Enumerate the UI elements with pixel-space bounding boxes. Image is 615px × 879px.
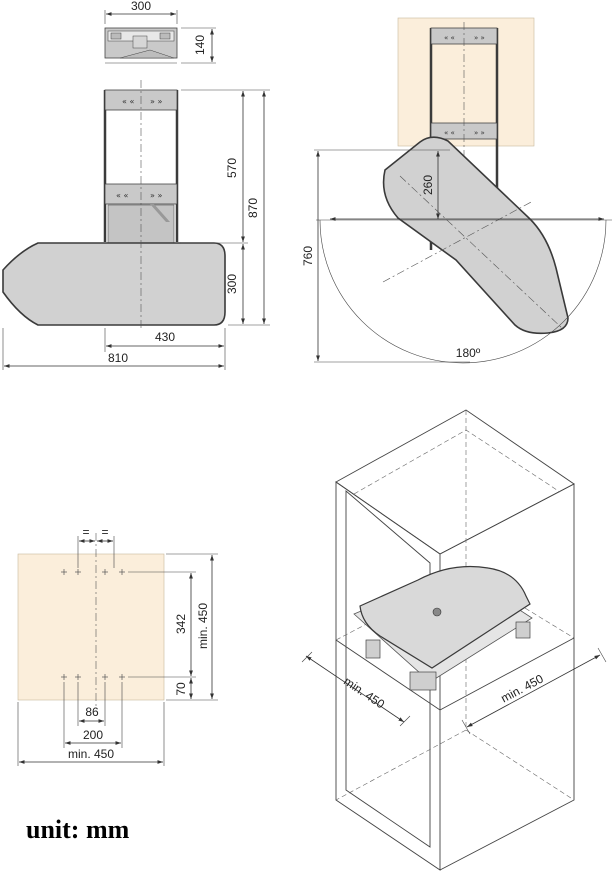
cabinet-view: min. 450 min. 450	[301, 409, 607, 871]
dim-rotation-offset: 260	[421, 175, 435, 195]
drilling-panel	[17, 553, 165, 701]
dim-total-length: 810	[108, 351, 128, 365]
svg-text:» »: » »	[150, 191, 162, 200]
svg-text:« «: « «	[444, 34, 455, 42]
rotation-angle: 180º	[456, 346, 481, 360]
svg-text:« «: « «	[122, 97, 134, 106]
dim-top-height: 140	[193, 35, 207, 55]
dim-outer-spacing: 200	[83, 728, 103, 742]
rotation-view: « « » » « « » » 260 760 180º	[301, 17, 612, 364]
dim-bottom-offset: 70	[174, 682, 188, 696]
cabinet-ironing-board	[353, 565, 533, 691]
equal-mark-right: =	[101, 525, 108, 539]
cabinet-dim-min-depth: min. 450	[341, 674, 387, 712]
drill-holes	[61, 569, 125, 680]
top-mini-view	[104, 27, 178, 64]
unit-label: unit: mm	[26, 815, 130, 844]
svg-text:« «: « «	[444, 129, 455, 137]
ironing-board	[2, 242, 226, 326]
rotated-ironing-board	[382, 136, 569, 335]
svg-text:« «: « «	[116, 191, 128, 200]
dim-min-height: min. 450	[196, 603, 210, 649]
svg-text:» »: » »	[474, 129, 485, 137]
dim-hole-spacing-vertical: 342	[174, 614, 188, 634]
dim-board-offset: 430	[155, 330, 175, 344]
dim-column-height: 570	[225, 158, 239, 178]
dim-inner-spacing: 86	[85, 705, 99, 719]
dim-rotation-reach: 760	[301, 246, 315, 266]
front-view: 300 140 « « » » « « » » 570 870	[2, 0, 270, 370]
svg-text:» »: » »	[474, 34, 485, 42]
drilling-view: = = 342 min. 450 70 86 200 min. 450	[17, 525, 218, 766]
dim-top-width: 300	[131, 0, 151, 13]
column-assembly: « « » » « « » »	[103, 89, 179, 244]
equal-mark-left: =	[82, 525, 89, 539]
svg-text:» »: » »	[150, 97, 162, 106]
dim-min-width: min. 450	[68, 747, 114, 761]
dim-total-height: 870	[246, 198, 260, 218]
dim-board-depth: 300	[225, 274, 239, 294]
